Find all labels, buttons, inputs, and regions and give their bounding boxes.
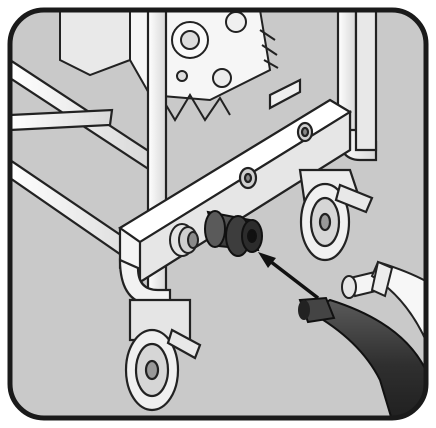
fitting-left: [169, 223, 199, 257]
white-hose: [341, 260, 426, 351]
left-caster: [118, 258, 202, 412]
coupler-icon: [204, 210, 263, 257]
arrow-icon: [258, 252, 320, 300]
right-caster: [298, 168, 374, 262]
hose-icon: [298, 296, 426, 418]
illustration-border: [7, 7, 429, 421]
